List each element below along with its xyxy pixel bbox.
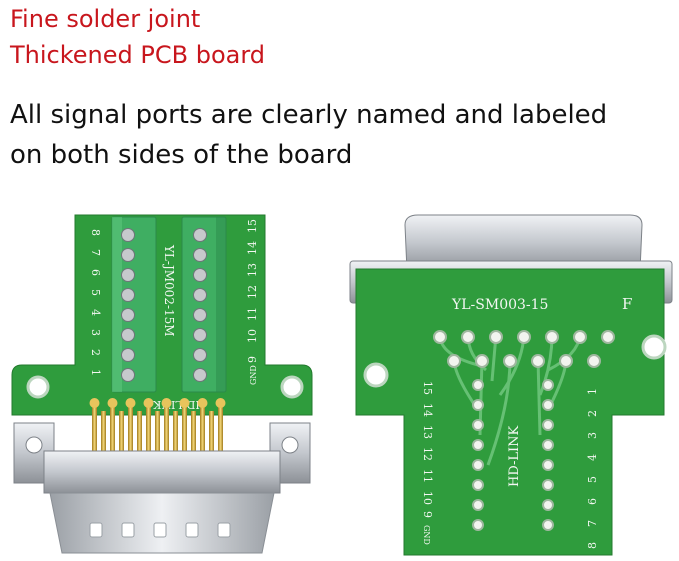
pin-label: 2 (586, 410, 599, 417)
pin-label: 9 (421, 511, 434, 518)
description-line-1: All signal ports are clearly named and l… (10, 100, 608, 130)
pin-label: 1 (586, 388, 599, 395)
pin-label: 10 (246, 329, 259, 343)
right-board-brand: HD-LINK (507, 425, 522, 487)
pin-label: 4 (89, 309, 102, 316)
pin-label: 15 (421, 381, 434, 395)
pin-label: 8 (89, 229, 102, 236)
pin-label: GND (249, 365, 258, 385)
pin-label: 4 (586, 454, 599, 461)
gold-solder-pins (89, 398, 226, 455)
pin-label: 14 (246, 241, 259, 255)
pin-label: 12 (421, 447, 434, 461)
pin-label: GND (422, 525, 431, 545)
pin-label: 5 (89, 289, 102, 296)
pin-label: 13 (246, 263, 259, 277)
left-board-model: YL-JM002-15M (162, 244, 176, 337)
pin-label: 1 (89, 369, 102, 376)
pin-label: 5 (586, 476, 599, 483)
pin-label: 11 (246, 307, 259, 321)
pin-label: 13 (421, 425, 434, 439)
pin-label: 2 (89, 349, 102, 356)
pin-label: 12 (246, 285, 259, 299)
pin-label: 3 (89, 329, 102, 336)
pin-label: 8 (586, 542, 599, 549)
headline-line-2: Thickened PCB board (10, 41, 266, 69)
solder-pad-columns (472, 379, 554, 531)
pin-label: 7 (89, 249, 102, 256)
right-adapter-board: YL-SM003-15 F HD-LINK (349, 214, 673, 556)
left-terminal-block (111, 216, 157, 393)
pin-label: 7 (586, 520, 599, 527)
left-board-pin-labels-left: 8 7 6 5 4 3 2 1 (89, 229, 102, 376)
headline-line-1: Fine solder joint (10, 5, 201, 33)
left-board-pin-labels-right: GND 9 10 11 12 13 14 15 (246, 219, 259, 385)
pin-label: 11 (421, 469, 434, 483)
solder-pad-row-top (433, 330, 615, 368)
right-board-pin-labels-right: 1 2 3 4 5 6 7 8 (586, 388, 599, 549)
pin-label: 10 (421, 491, 434, 505)
pin-label: 3 (586, 432, 599, 439)
pin-label: 6 (586, 498, 599, 505)
db15-male-connector (13, 422, 311, 554)
description-line-2: on both sides of the board (10, 140, 353, 170)
pin-label: 6 (89, 269, 102, 276)
product-photo: 8 7 6 5 4 3 2 1 GND 9 10 11 12 13 14 15 … (11, 214, 673, 556)
right-board-model: YL-SM003-15 (451, 297, 548, 313)
pin-label: 9 (246, 356, 259, 363)
right-board-mark: F (622, 295, 632, 313)
right-terminal-block (181, 216, 227, 393)
left-adapter-board: 8 7 6 5 4 3 2 1 GND 9 10 11 12 13 14 15 … (11, 214, 313, 554)
left-board-brand: HD-LINK (152, 398, 205, 411)
right-board-pin-labels-left: 15 14 13 12 11 10 9 GND (421, 381, 434, 545)
pin-label: 15 (246, 219, 259, 233)
pin-label: 14 (421, 403, 434, 417)
